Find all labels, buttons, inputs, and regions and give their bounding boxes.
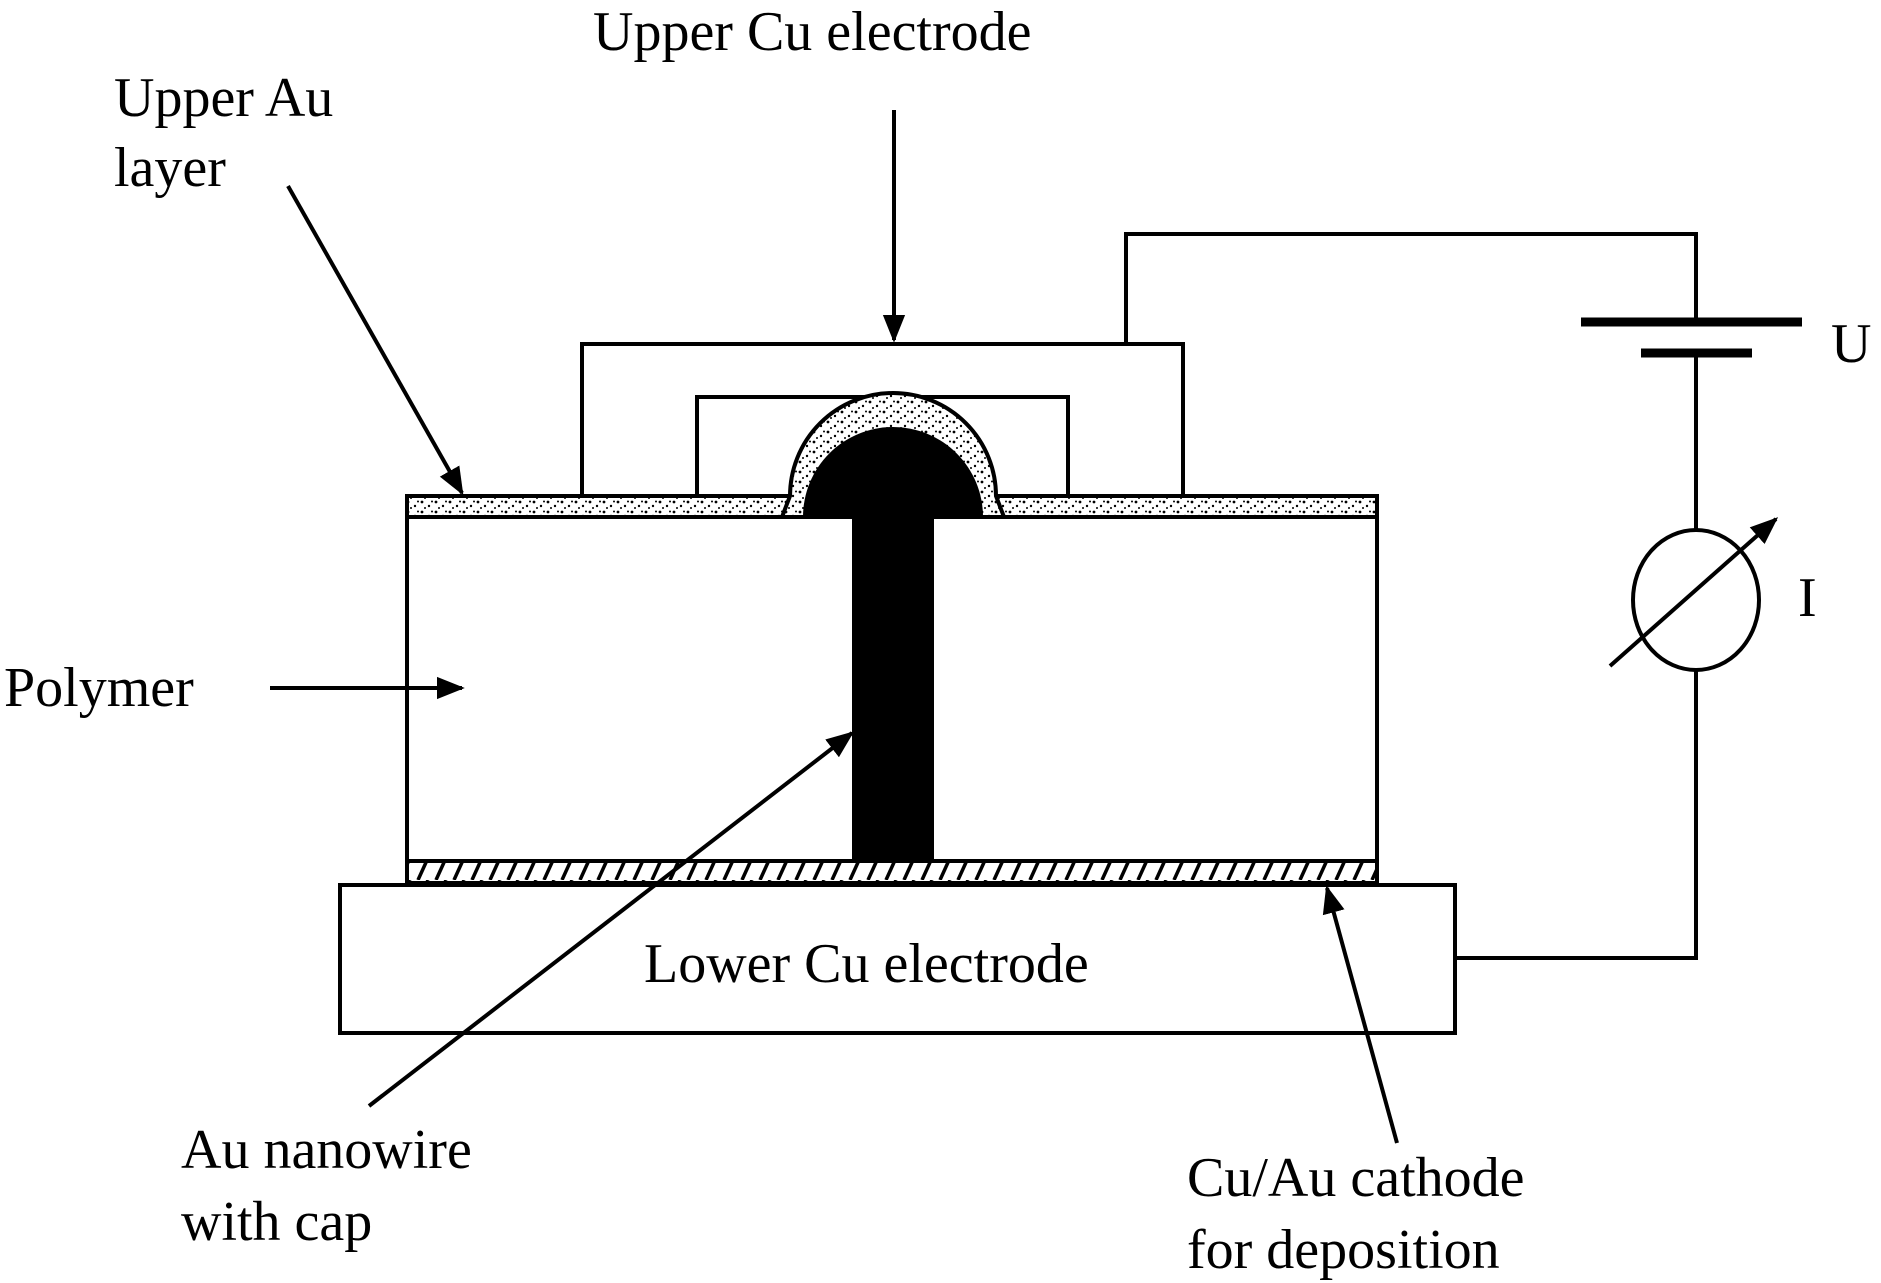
voltage-label: U [1831,313,1871,375]
upper-au-layer-label-line1: Upper Au [114,67,333,129]
upper-cu-electrode-outer [580,342,1185,496]
au-nanowire-arrow [367,731,855,1108]
upper-cu-electrode-label: Upper Cu electrode [593,1,1031,63]
circuit-wire-top [1124,232,1698,344]
ammeter-circle [1631,528,1761,672]
current-label: I [1798,567,1817,629]
nanowire-stem [852,510,934,862]
cathode-label-line1: Cu/Au cathode [1187,1147,1524,1209]
au-nanowire-label-line1: Au nanowire [181,1119,472,1181]
circuit-wire-bottom [1455,670,1698,960]
polymer-label: Polymer [4,657,194,719]
au-nanowire-label-line2: with cap [181,1191,372,1253]
cathode-layer [405,859,1379,885]
lower-cu-electrode-label: Lower Cu electrode [644,933,1089,995]
cathode-arrow [1322,885,1399,1144]
upper-au-layer-arrow [286,185,464,496]
upper-au-layer-label-line2: layer [114,137,226,199]
ammeter-arrow [1608,517,1779,668]
nanowire-cap [803,427,983,517]
cathode-label-line2: for deposition [1187,1219,1500,1281]
lower-cu-electrode [338,883,1457,1035]
